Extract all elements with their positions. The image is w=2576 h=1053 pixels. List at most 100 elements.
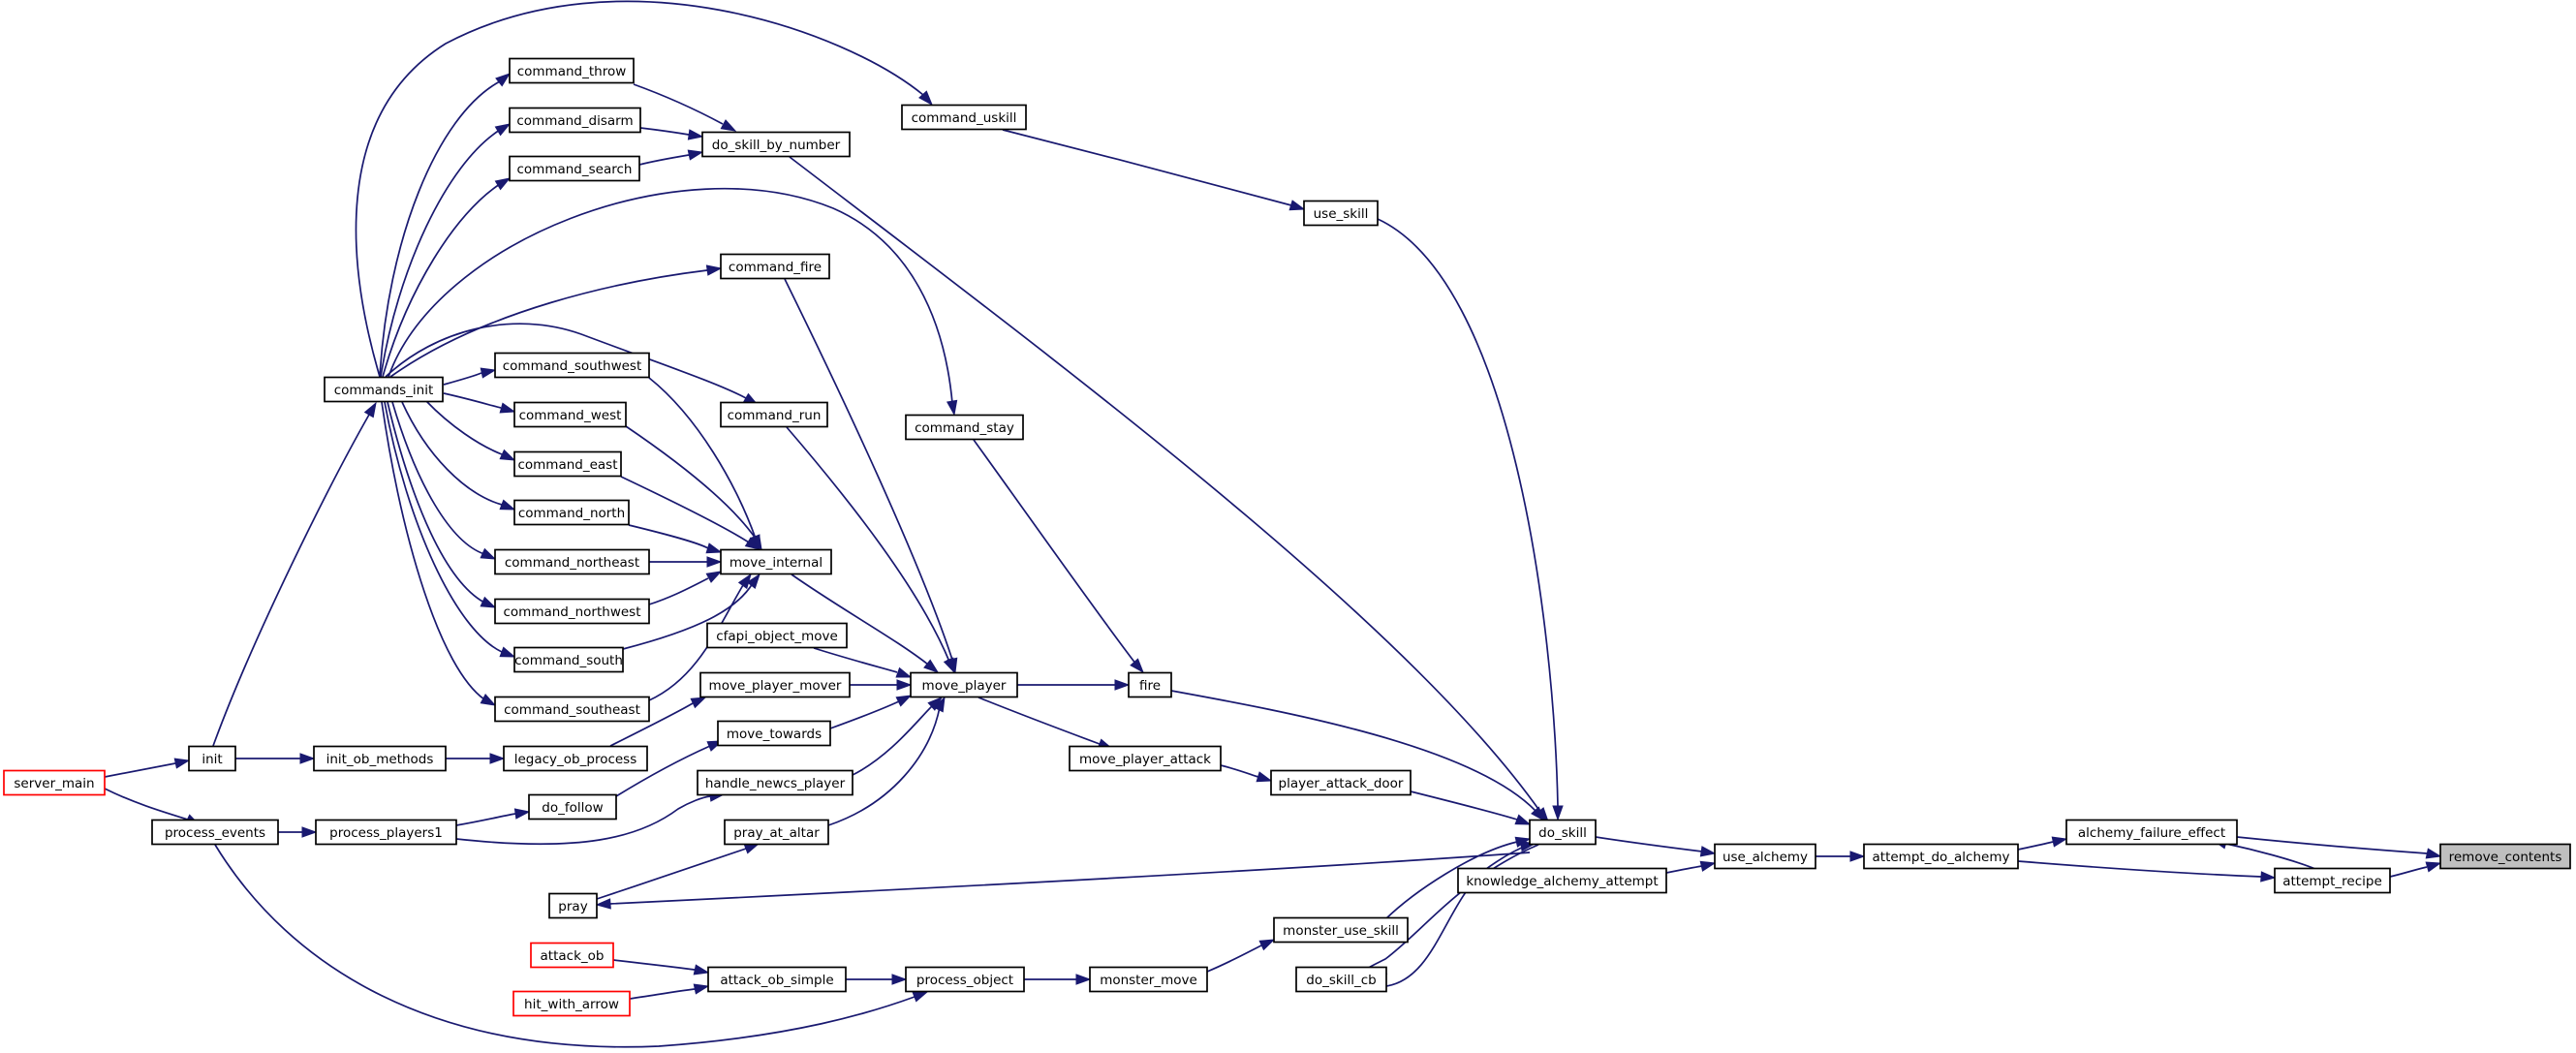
edge-pray-to-pray_at_altar [596, 843, 760, 900]
edge-command_uskill-to-use_skill [1002, 129, 1306, 211]
node-box [720, 253, 830, 280]
node-box [315, 819, 457, 846]
node-label: process_players1 [329, 825, 443, 841]
node-box [2065, 819, 2238, 846]
node-label: hit_with_arrow [524, 997, 619, 1012]
node-move_player[interactable]: move_player [910, 671, 1018, 698]
node-init[interactable]: init [188, 745, 236, 772]
node-pray_at_altar[interactable]: pray_at_altar [724, 819, 829, 846]
node-box [513, 499, 630, 526]
node-init_ob_methods[interactable]: init_ob_methods [313, 745, 447, 772]
node-handle_newcs_player[interactable]: handle_newcs_player [697, 769, 853, 796]
node-move_player_mover[interactable]: move_player_mover [699, 671, 851, 698]
node-box [724, 819, 829, 846]
node-label: command_southeast [504, 702, 640, 718]
edge-move_towards-to-move_player [829, 695, 913, 729]
node-box [905, 966, 1025, 993]
node-pray[interactable]: pray [548, 892, 598, 919]
node-cfapi_object_move[interactable]: cfapi_object_move [706, 622, 848, 649]
edge-commands_init-to-command_west [443, 392, 516, 414]
node-attempt_do_alchemy[interactable]: attempt_do_alchemy [1863, 843, 2019, 870]
node-label: process_object [916, 973, 1013, 988]
node-knowledge_alchemy_attempt[interactable]: knowledge_alchemy_attempt [1457, 867, 1667, 894]
node-box [1714, 843, 1816, 870]
node-label: do_skill_cb [1306, 973, 1376, 988]
edge-command_stay-to-fire [973, 439, 1144, 674]
node-label: command_east [517, 457, 617, 473]
node-move_internal[interactable]: move_internal [720, 548, 832, 575]
edge-init-to-init_ob_methods [235, 753, 316, 764]
node-command_disarm[interactable]: command_disarm [509, 107, 641, 134]
node-use_alchemy[interactable]: use_alchemy [1714, 843, 1816, 870]
node-attempt_recipe[interactable]: attempt_recipe [2274, 867, 2391, 894]
node-command_fire[interactable]: command_fire [720, 253, 830, 280]
node-box [1529, 819, 1597, 846]
node-box [513, 450, 622, 478]
node-command_east[interactable]: command_east [513, 450, 622, 478]
node-command_west[interactable]: command_west [513, 401, 627, 428]
node-do_skill_by_number[interactable]: do_skill_by_number [701, 131, 851, 158]
node-move_player_attack[interactable]: move_player_attack [1069, 745, 1222, 772]
node-use_skill[interactable]: use_skill [1303, 200, 1379, 227]
node-box [509, 57, 635, 84]
node-label: do_skill [1538, 825, 1587, 841]
node-attack_ob[interactable]: attack_ob [530, 942, 614, 969]
node-label: command_disarm [516, 113, 633, 129]
node-attack_ob_simple[interactable]: attack_ob_simple [707, 966, 847, 993]
node-process_players1[interactable]: process_players1 [315, 819, 457, 846]
node-label: cfapi_object_move [716, 629, 838, 644]
node-label: do_skill_by_number [712, 138, 841, 153]
node-label: command_stay [915, 420, 1014, 436]
edge-move_player_attack-to-player_attack_door [1220, 764, 1273, 783]
node-server_main[interactable]: server_main [3, 769, 106, 796]
node-box [2274, 867, 2391, 894]
edge-commands_init-to-command_northeast [391, 401, 497, 560]
node-label: attempt_recipe [2282, 874, 2382, 889]
node-command_stay[interactable]: command_stay [905, 414, 1024, 441]
node-box [151, 819, 279, 846]
node-command_run[interactable]: command_run [720, 401, 828, 428]
node-hit_with_arrow[interactable]: hit_with_arrow [512, 990, 631, 1017]
node-do_follow[interactable]: do_follow [528, 793, 617, 821]
node-command_north[interactable]: command_north [513, 499, 630, 526]
node-do_skill_cb[interactable]: do_skill_cb [1295, 966, 1387, 993]
node-command_northeast[interactable]: command_northeast [494, 548, 650, 575]
node-commands_init[interactable]: commands_init [324, 376, 444, 403]
node-command_throw[interactable]: command_throw [509, 57, 635, 84]
node-box [324, 376, 444, 403]
node-process_object[interactable]: process_object [905, 966, 1025, 993]
node-label: attack_ob [541, 948, 605, 964]
node-monster_move[interactable]: monster_move [1089, 966, 1208, 993]
node-box [512, 990, 631, 1017]
node-player_attack_door[interactable]: player_attack_door [1270, 769, 1412, 796]
node-box [3, 769, 106, 796]
node-legacy_ob_process[interactable]: legacy_ob_process [503, 745, 648, 772]
node-label: fire [1139, 678, 1161, 694]
edge-attempt_recipe-to-remove_contents [2389, 861, 2442, 878]
edge-pray_at_altar-to-move_player [827, 696, 946, 826]
node-monster_use_skill[interactable]: monster_use_skill [1273, 916, 1409, 944]
node-command_uskill[interactable]: command_uskill [901, 104, 1027, 131]
edge-command_north-to-move_internal [628, 524, 723, 554]
node-alchemy_failure_effect[interactable]: alchemy_failure_effect [2065, 819, 2238, 846]
edge-commands_init-to-command_stay [388, 187, 958, 417]
node-command_south[interactable]: command_south [513, 646, 624, 673]
node-label: command_south [514, 653, 623, 668]
edge-command_southeast-to-move_internal [648, 573, 752, 701]
node-process_events[interactable]: process_events [151, 819, 279, 846]
edge-commands_init-to-command_northwest [387, 401, 497, 608]
node-box [2439, 843, 2571, 870]
node-label: server_main [14, 776, 94, 791]
node-command_southeast[interactable]: command_southeast [494, 696, 650, 723]
node-label: do_follow [542, 800, 603, 816]
node-label: command_fire [729, 260, 822, 275]
node-fire[interactable]: fire [1128, 671, 1172, 698]
edge-move_internal-to-move_player [791, 573, 940, 673]
node-command_northwest[interactable]: command_northwest [494, 598, 650, 625]
node-do_skill[interactable]: do_skill [1529, 819, 1597, 846]
edge-init_ob_methods-to-legacy_ob_process [446, 753, 506, 764]
edge-command_northeast-to-move_internal [649, 556, 723, 568]
node-move_towards[interactable]: move_towards [717, 720, 831, 747]
node-command_search[interactable]: command_search [509, 155, 640, 182]
node-command_southwest[interactable]: command_southwest [494, 352, 650, 379]
